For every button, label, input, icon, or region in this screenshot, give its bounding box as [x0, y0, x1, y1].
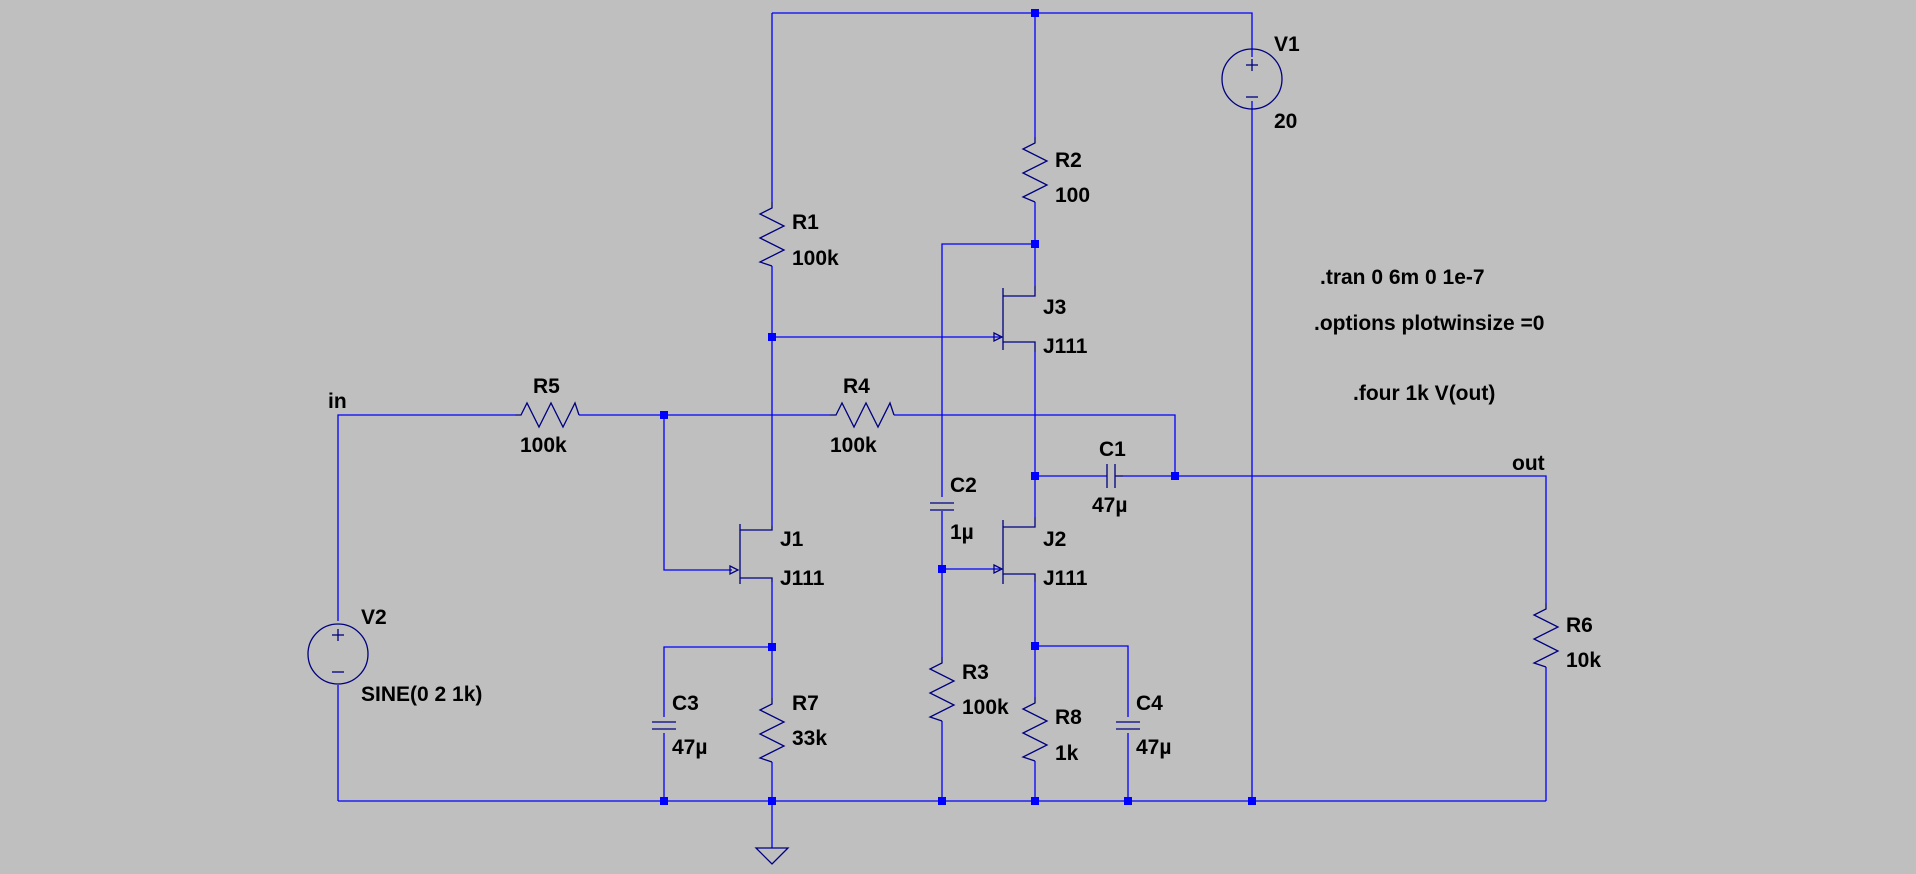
v2-value-label[interactable]: SINE(0 2 1k)	[361, 683, 482, 706]
r5-name-label[interactable]: R5	[533, 375, 560, 398]
j3-value-label[interactable]: J111	[1043, 335, 1088, 358]
j1-value-label[interactable]: J111	[780, 567, 825, 590]
wires	[337, 12, 1547, 848]
r4-value-label[interactable]: 100k	[830, 434, 877, 457]
v1-value-label[interactable]: 20	[1274, 110, 1297, 133]
junction-c1-left	[1031, 472, 1039, 480]
junction-j2-source	[1031, 642, 1039, 650]
junction-j1-source	[768, 643, 776, 651]
junction-j2-gate	[938, 565, 946, 573]
directive-four[interactable]: .four 1k V(out)	[1353, 382, 1495, 405]
r2-name-label[interactable]: R2	[1055, 149, 1082, 172]
junction-gnd-r7	[768, 797, 776, 805]
c1-value-label[interactable]: 47µ	[1092, 494, 1127, 517]
wire-c4-top[interactable]	[1035, 645, 1129, 717]
r5-value-label[interactable]: 100k	[520, 434, 567, 457]
capacitor-c1[interactable]	[1106, 464, 1123, 488]
c2-name-label[interactable]: C2	[950, 474, 977, 497]
r1-value-label[interactable]: 100k	[792, 247, 839, 270]
junction-gnd-v1	[1248, 797, 1256, 805]
r4-name-label[interactable]: R4	[843, 375, 870, 398]
capacitor-c2[interactable]	[930, 502, 954, 511]
junction-j3-gate	[768, 333, 776, 341]
c3-name-label[interactable]: C3	[672, 692, 699, 715]
jfet-j3[interactable]	[993, 286, 1036, 352]
net-label-out[interactable]: out	[1512, 452, 1545, 475]
resistor-r7[interactable]	[758, 698, 786, 763]
junction-r5-r4	[660, 411, 668, 419]
jfet-j2[interactable]	[993, 517, 1036, 584]
junction-gnd-c4	[1124, 797, 1132, 805]
junction-gnd-r3	[938, 797, 946, 805]
directive-tran[interactable]: .tran 0 6m 0 1e-7	[1320, 266, 1485, 289]
junction-c1-right	[1171, 472, 1179, 480]
junction-top	[1031, 9, 1039, 17]
j2-value-label[interactable]: J111	[1043, 567, 1088, 590]
wire-c3-top[interactable]	[663, 646, 772, 717]
wire-r4-feedback[interactable]	[894, 414, 1176, 476]
resistor-r1[interactable]	[758, 202, 786, 267]
ground-symbol[interactable]	[754, 847, 790, 865]
capacitor-c4[interactable]	[1116, 721, 1140, 730]
resistor-r8[interactable]	[1021, 697, 1049, 762]
wire-top-rail[interactable]	[772, 12, 1253, 57]
c3-value-label[interactable]: 47µ	[672, 736, 707, 759]
resistor-r6[interactable]	[1532, 603, 1560, 668]
junctions	[660, 9, 1256, 805]
j1-name-label[interactable]: J1	[780, 528, 804, 551]
junction-r2-j3	[1031, 240, 1039, 248]
resistor-r2[interactable]	[1021, 137, 1049, 203]
r2-value-label[interactable]: 100	[1055, 184, 1090, 207]
wire-in[interactable]	[337, 414, 515, 621]
r7-name-label[interactable]: R7	[792, 692, 819, 715]
r7-value-label[interactable]: 33k	[792, 727, 827, 750]
v2-name-label[interactable]: V2	[361, 606, 387, 629]
wire-c2-top[interactable]	[941, 243, 1035, 497]
resistor-r5[interactable]	[515, 401, 580, 429]
j2-name-label[interactable]: J2	[1043, 528, 1066, 551]
resistor-r3[interactable]	[928, 657, 956, 722]
r6-name-label[interactable]: R6	[1566, 614, 1593, 637]
c4-name-label[interactable]: C4	[1136, 692, 1163, 715]
r6-value-label[interactable]: 10k	[1566, 649, 1601, 672]
r8-name-label[interactable]: R8	[1055, 706, 1082, 729]
r3-value-label[interactable]: 100k	[962, 696, 1009, 719]
c2-value-label[interactable]: 1µ	[950, 521, 974, 544]
junction-gnd-r8	[1031, 797, 1039, 805]
labels: V1 20 R2 100 R1 100k J3 J111 .tran 0 6m …	[328, 33, 1601, 765]
c1-name-label[interactable]: C1	[1099, 438, 1126, 461]
r3-name-label[interactable]: R3	[962, 661, 989, 684]
v1-name-label[interactable]: V1	[1274, 33, 1300, 56]
net-label-in[interactable]: in	[328, 390, 347, 413]
capacitor-c3[interactable]	[652, 721, 676, 730]
voltage-source-v2[interactable]	[307, 623, 369, 685]
r8-value-label[interactable]: 1k	[1055, 742, 1079, 765]
wire-j1-gate[interactable]	[663, 415, 732, 571]
c4-value-label[interactable]: 47µ	[1136, 736, 1171, 759]
j3-name-label[interactable]: J3	[1043, 296, 1066, 319]
jfet-j1[interactable]	[729, 524, 773, 584]
directive-options[interactable]: .options plotwinsize =0	[1314, 312, 1544, 335]
wire-out[interactable]	[1123, 475, 1547, 603]
voltage-source-v1[interactable]	[1221, 48, 1283, 110]
junction-gnd-c3	[660, 797, 668, 805]
resistor-r4[interactable]	[830, 401, 895, 429]
r1-name-label[interactable]: R1	[792, 211, 819, 234]
